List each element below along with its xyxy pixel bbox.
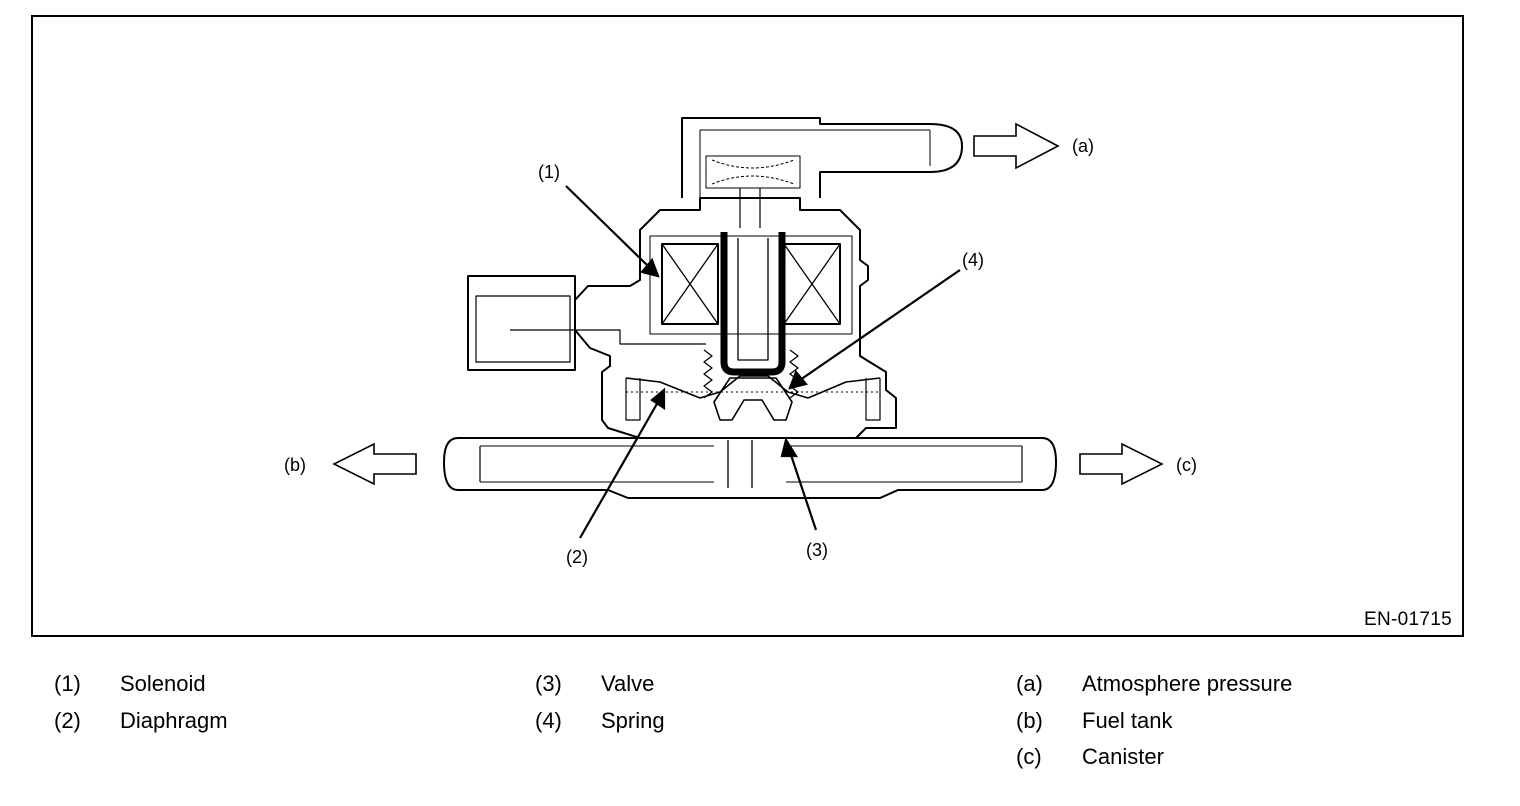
spring-right	[789, 349, 799, 399]
valve	[713, 377, 793, 421]
legend-text: Diaphragm	[120, 707, 228, 733]
legend-text: Spring	[601, 707, 665, 733]
legend-key: (2)	[54, 707, 81, 733]
legend-key: (a)	[1016, 671, 1043, 696]
legend-text: Atmosphere pressure	[1082, 671, 1293, 696]
callout-3: (3)	[806, 540, 828, 560]
callout-4: (4)	[962, 250, 984, 270]
legend-key: (1)	[54, 671, 81, 696]
callout-a: (a)	[1072, 136, 1094, 156]
legend-text: Canister	[1082, 744, 1164, 769]
callout-2: (2)	[566, 547, 588, 567]
legend-text: Fuel tank	[1082, 707, 1173, 733]
leader-valve	[788, 451, 818, 531]
callout-1: (1)	[538, 162, 560, 182]
arrow-atmosphere-out	[973, 122, 1060, 170]
legend-key: (b)	[1016, 707, 1043, 733]
solenoid-coil-left	[661, 243, 719, 325]
figure-frame: EN-01715	[31, 15, 1464, 637]
diaphragm	[625, 375, 881, 399]
leader-spring	[799, 269, 961, 381]
armature-tube	[720, 232, 786, 376]
solenoid-coil-right	[783, 243, 841, 325]
legend-key: (3)	[535, 671, 562, 696]
leader-diaphragm	[579, 401, 659, 539]
figure-id: EN-01715	[1364, 609, 1452, 630]
arrow-canister-out	[1079, 442, 1164, 486]
bottom-through-tube	[443, 437, 1057, 499]
callout-c: (c)	[1176, 455, 1197, 475]
arrow-fuel-tank-out	[332, 442, 417, 486]
legend: (1) Solenoid (2) Diaphragm (3) Valve (4)…	[0, 670, 1520, 780]
callout-b: (b)	[284, 455, 306, 475]
connector-plug	[467, 275, 576, 371]
legend-text: Valve	[601, 671, 655, 696]
legend-text: Solenoid	[120, 671, 206, 696]
legend-key: (4)	[535, 707, 562, 733]
solenoid-housing	[574, 197, 897, 439]
top-outlet-tube	[681, 117, 963, 198]
leader-solenoid	[565, 185, 649, 267]
spring-left	[703, 349, 713, 399]
legend-key: (c)	[1016, 744, 1042, 769]
